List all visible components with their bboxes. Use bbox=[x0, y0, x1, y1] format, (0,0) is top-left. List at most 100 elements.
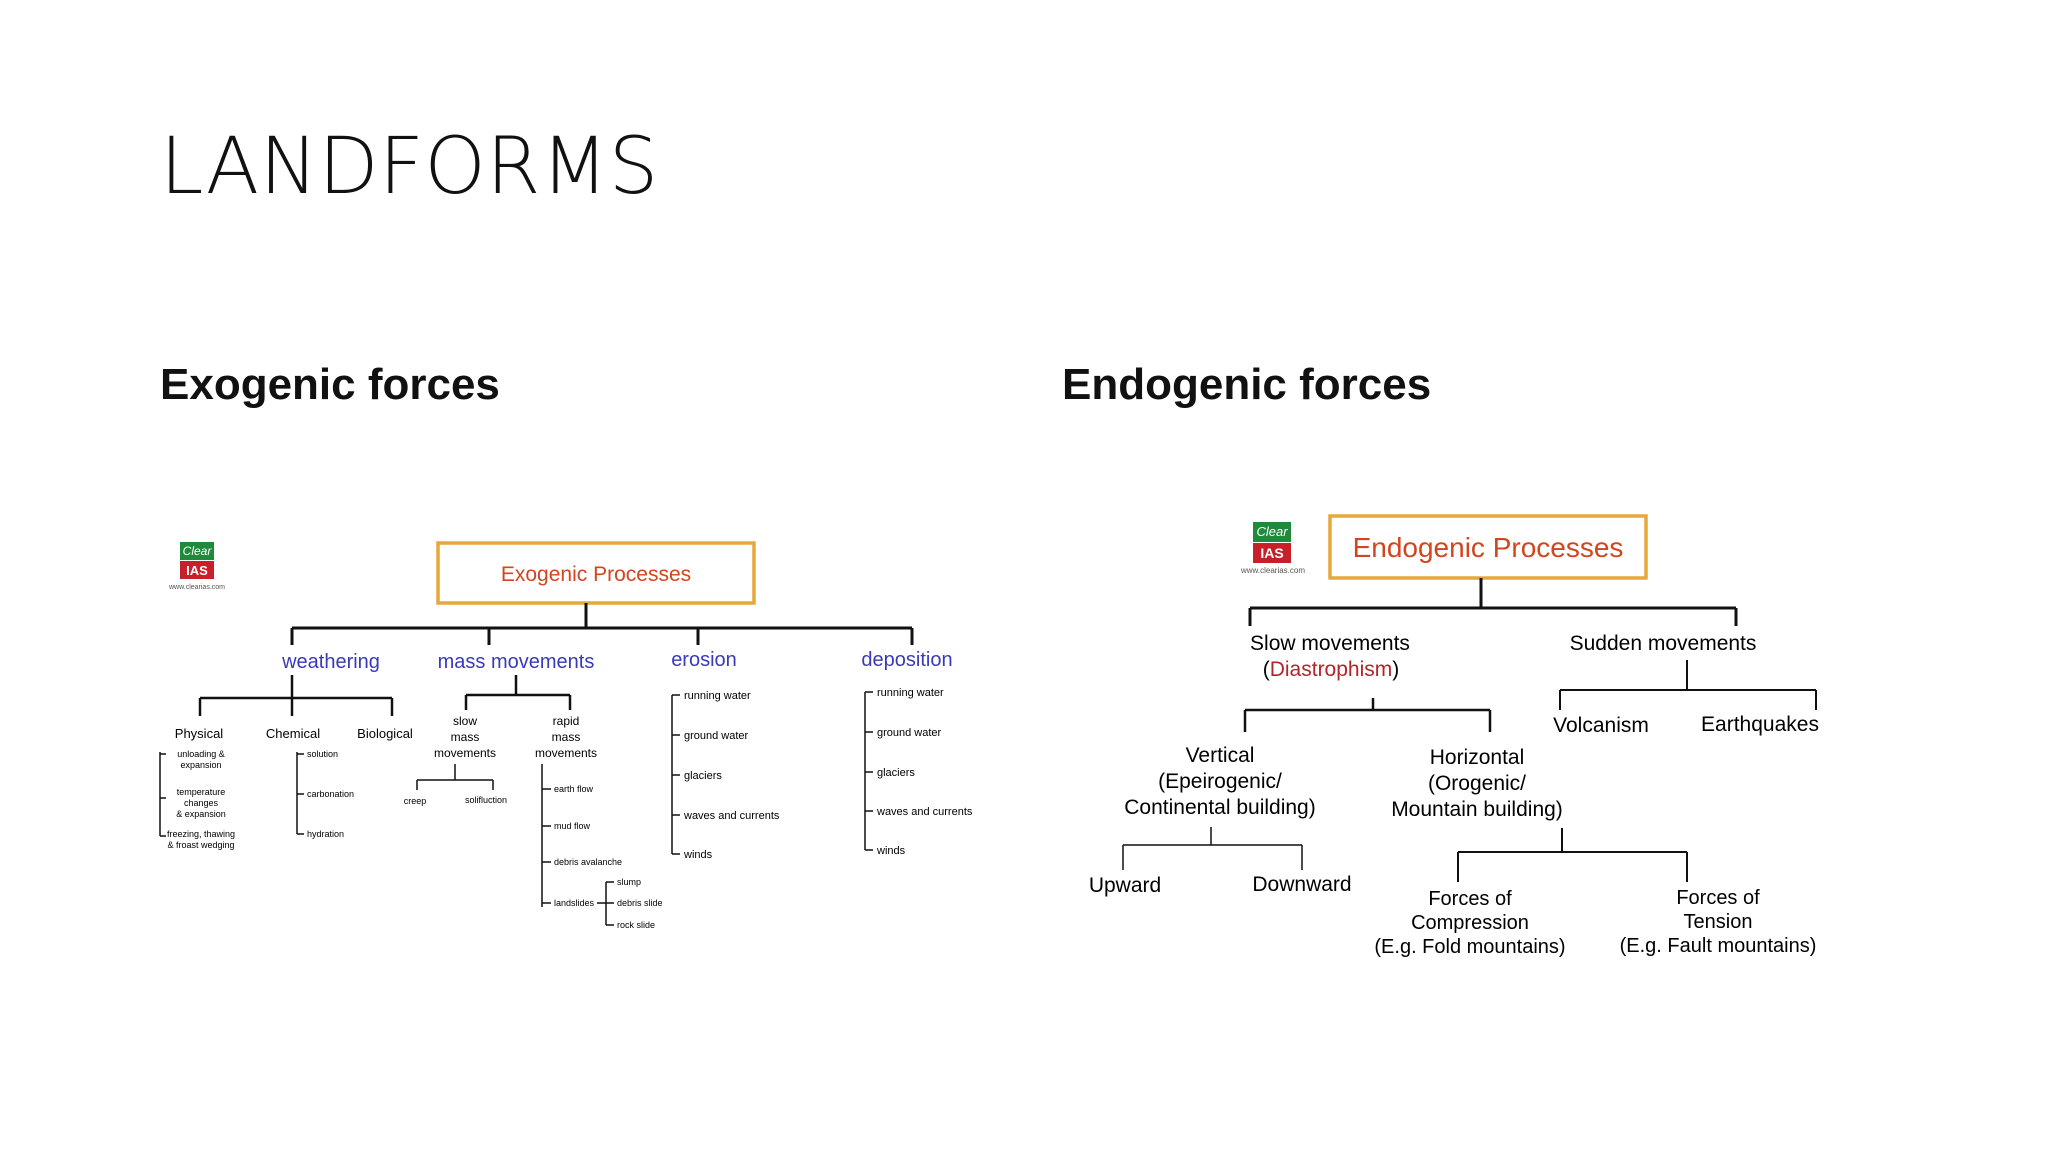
rapid-mass-line: rapid bbox=[553, 714, 580, 728]
tension-line: (E.g. Fault mountains) bbox=[1620, 935, 1817, 957]
physical-item-line: expansion bbox=[180, 760, 221, 770]
physical-item-line: & froast wedging bbox=[167, 840, 234, 850]
landslide-items: slump debris slide rock slide bbox=[617, 877, 663, 930]
physical-connectors bbox=[159, 752, 166, 837]
horizontal-label: Horizontal (Orogenic/ Mountain building) bbox=[1391, 746, 1563, 821]
logo-mid-text: IAS bbox=[1260, 545, 1283, 561]
vertical-line: Continental building) bbox=[1124, 796, 1315, 819]
slow-mass-connectors bbox=[416, 764, 494, 790]
rapid-mass-item: earth flow bbox=[554, 784, 594, 794]
clearias-logo: Clear IAS www.clearias.com bbox=[168, 542, 225, 591]
physical-item-line: unloading & bbox=[177, 749, 225, 759]
exogenic-diagram: Clear IAS www.clearias.com Exogenic Proc… bbox=[159, 541, 973, 930]
chemical-item: hydration bbox=[307, 829, 344, 839]
diastrophism-line: (Diastrophism) bbox=[1263, 658, 1400, 681]
erosion-connectors bbox=[671, 694, 680, 855]
logo-green-box bbox=[1253, 522, 1291, 542]
rapid-mass-line: movements bbox=[535, 746, 597, 760]
endo-root-box bbox=[1328, 514, 1648, 580]
mass-movements-label: mass movements bbox=[438, 651, 595, 673]
slide-title: LANDFORMS bbox=[160, 122, 659, 212]
weathering-connectors bbox=[198, 675, 394, 716]
erosion-items: running water ground water glaciers wave… bbox=[683, 690, 780, 861]
erosion-item: winds bbox=[683, 849, 713, 861]
logo-red-box bbox=[180, 561, 214, 579]
physical-item-line: changes bbox=[184, 798, 219, 808]
volcanism-label: Volcanism bbox=[1553, 714, 1649, 737]
chemical-items: solution carbonation hydration bbox=[307, 749, 354, 839]
rapid-mass-label: rapid mass movements bbox=[535, 714, 597, 760]
physical-label: Physical bbox=[175, 726, 224, 741]
deposition-item: winds bbox=[876, 845, 906, 857]
exogenic-heading: Exogenic forces bbox=[160, 360, 500, 409]
physical-item-line: & expansion bbox=[176, 809, 226, 819]
erosion-item: waves and currents bbox=[683, 810, 780, 822]
sudden-connectors bbox=[1559, 660, 1817, 710]
landslide-item: slump bbox=[617, 877, 641, 887]
rapid-mass-item: landslides bbox=[554, 898, 595, 908]
slow-mass-label: slow mass movements bbox=[434, 714, 496, 760]
downward-label: Downward bbox=[1252, 873, 1351, 896]
logo-url-text: www.clearias.com bbox=[168, 584, 225, 591]
logo-url-text: www.clearias.com bbox=[1240, 566, 1305, 575]
endo-root-label: Endogenic Processes bbox=[1353, 532, 1624, 563]
exo-top-connectors bbox=[290, 603, 914, 645]
slow-mass-line: mass bbox=[451, 730, 480, 744]
creep-label: creep bbox=[404, 796, 427, 806]
erosion-item: glaciers bbox=[684, 770, 722, 782]
compression-line: Forces of bbox=[1428, 888, 1512, 910]
biological-label: Biological bbox=[357, 726, 413, 741]
slow-movements-label: Slow movements bbox=[1250, 632, 1410, 655]
erosion-item: ground water bbox=[684, 730, 749, 742]
compression-label: Forces of Compression (E.g. Fold mountai… bbox=[1374, 888, 1565, 958]
logo-top-text: Clear bbox=[183, 544, 213, 558]
slow-mass-line: movements bbox=[434, 746, 496, 760]
vertical-label: Vertical (Epeirogenic/ Continental build… bbox=[1124, 744, 1315, 819]
horizontal-line: Horizontal bbox=[1430, 746, 1525, 769]
horizontal-line: Mountain building) bbox=[1391, 798, 1563, 821]
erosion-label: erosion bbox=[671, 649, 737, 671]
paren-close: ) bbox=[1392, 658, 1399, 681]
paren-open: ( bbox=[1263, 658, 1270, 681]
physical-item-line: freezing, thawing bbox=[167, 829, 235, 839]
rapid-mass-line: mass bbox=[552, 730, 581, 744]
chemical-item: carbonation bbox=[307, 789, 354, 799]
tension-line: Forces of bbox=[1676, 887, 1760, 909]
rapid-mass-item: mud flow bbox=[554, 821, 591, 831]
deposition-connectors bbox=[864, 691, 873, 851]
landslide-item: rock slide bbox=[617, 920, 655, 930]
rapid-mass-items: earth flow mud flow debris avalanche lan… bbox=[554, 784, 622, 908]
deposition-item: ground water bbox=[877, 727, 942, 739]
sudden-movements-label: Sudden movements bbox=[1570, 632, 1757, 655]
vertical-line: Vertical bbox=[1186, 744, 1255, 767]
weathering-label: weathering bbox=[281, 651, 380, 673]
mass-connectors bbox=[464, 675, 572, 710]
logo-top-text: Clear bbox=[1256, 524, 1288, 539]
horizontal-line: (Orogenic/ bbox=[1428, 772, 1526, 795]
chemical-item: solution bbox=[307, 749, 338, 759]
logo-red-box bbox=[1253, 543, 1291, 563]
clearias-logo: Clear IAS www.clearias.com bbox=[1240, 522, 1305, 575]
solifluction-label: solifluction bbox=[465, 795, 507, 805]
physical-item-line: temperature bbox=[177, 787, 226, 797]
exo-root-box bbox=[436, 541, 756, 605]
deposition-item: glaciers bbox=[877, 767, 915, 779]
slow-connectors bbox=[1243, 698, 1492, 732]
chemical-connectors bbox=[296, 752, 304, 835]
earthquakes-label: Earthquakes bbox=[1701, 713, 1819, 736]
deposition-item: running water bbox=[877, 687, 944, 699]
erosion-item: running water bbox=[684, 690, 751, 702]
physical-items: unloading & expansion temperature change… bbox=[167, 749, 235, 850]
compression-line: (E.g. Fold mountains) bbox=[1374, 936, 1565, 958]
vertical-connectors bbox=[1122, 827, 1303, 870]
deposition-label: deposition bbox=[861, 649, 952, 671]
rapid-mass-item: debris avalanche bbox=[554, 857, 622, 867]
exo-root-label: Exogenic Processes bbox=[501, 563, 691, 586]
logo-green-box bbox=[180, 542, 214, 560]
deposition-items: running water ground water glaciers wave… bbox=[876, 687, 973, 857]
landslide-connectors bbox=[597, 881, 614, 926]
endogenic-diagram: Clear IAS www.clearias.com Endogenic Pro… bbox=[1090, 514, 1819, 958]
landslide-item: debris slide bbox=[617, 898, 663, 908]
slow-mass-line: slow bbox=[453, 714, 477, 728]
endogenic-heading: Endogenic forces bbox=[1062, 360, 1432, 409]
